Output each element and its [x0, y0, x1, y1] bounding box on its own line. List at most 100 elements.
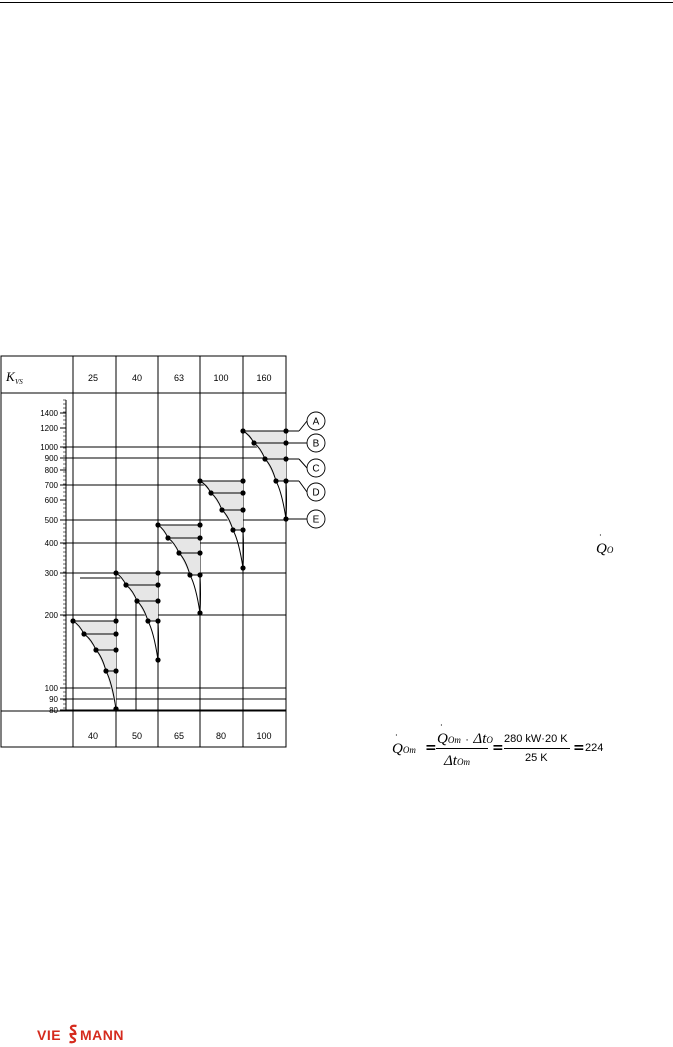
curve-dot-2-1: [165, 535, 171, 541]
y-tick-label-600: 600: [45, 496, 59, 505]
label-circle-E: [306, 509, 326, 529]
curve-label-B: B: [313, 439, 320, 450]
kvs-col-40: 40: [132, 373, 142, 383]
kvs-header-sub: VS: [15, 378, 23, 386]
dn-col-40: 40: [88, 731, 98, 741]
curve-dot-0-0: [70, 618, 76, 624]
formula-lhs: ˙ QOm: [392, 732, 416, 757]
right-curve-3: [242, 529, 244, 569]
curve-dot-4-3: [273, 478, 279, 484]
shaded-region-1: [116, 573, 158, 621]
formula-num-value: 280 kW·20 K: [504, 733, 568, 745]
curve-dot-2-0: [155, 522, 161, 528]
right-dot-3-2: [240, 507, 246, 513]
formula-equals-3: =: [573, 740, 585, 756]
dn-col-80: 80: [216, 731, 226, 741]
curve-dot-1-2: [134, 598, 140, 604]
formula-fraction-line-1: [436, 748, 488, 749]
y-tick-label-800: 800: [45, 466, 59, 475]
curve-label-C: C: [312, 464, 319, 475]
right-curve-4: [285, 480, 287, 520]
kvs-col-63: 63: [174, 373, 184, 383]
shaded-region-0: [73, 621, 116, 709]
curve-dot-4-4: [283, 516, 289, 522]
label-leader-diag-D: [298, 480, 308, 493]
curve-dot-4-2: [262, 456, 268, 462]
right-dot-4-2: [283, 456, 289, 462]
curve-label-D: D: [312, 488, 319, 499]
right-dot-4-1: [283, 440, 289, 446]
curve-points: [70, 428, 289, 712]
curve-dot-1-4: [155, 657, 161, 663]
right-curve-1: [157, 620, 159, 661]
right-dot-0-1: [113, 631, 119, 637]
kvs-col-160: 160: [256, 373, 271, 383]
label-leader-diag-A: [298, 420, 308, 432]
flow-formula: ˙ QOm = ˙ QOm · ΔtO ΔtOm = 280 kW·20 K 2…: [392, 723, 662, 778]
right-dot-2-0: [197, 522, 203, 528]
curve-dot-1-1: [123, 582, 129, 588]
y-tick-label-1000: 1000: [40, 443, 58, 452]
curve-dot-3-3: [230, 527, 236, 533]
shaded-region-3: [200, 481, 243, 530]
formula-equals-1: =: [425, 740, 437, 756]
curve-dot-4-1: [251, 440, 257, 446]
formula-fraction-line-2: [504, 748, 570, 749]
right-dot-1-2: [155, 598, 161, 604]
curve-dot-4-0: [240, 428, 246, 434]
right-dot-2-3: [197, 572, 203, 578]
formula-den-value: 25 K: [525, 752, 548, 764]
y-tick-label-500: 500: [45, 516, 59, 525]
curve-dot-3-1: [208, 490, 214, 496]
formula-equals-2: =: [492, 740, 504, 756]
right-dot-0-2: [113, 647, 119, 653]
shaded-region-2: [158, 525, 200, 575]
right-dot-0-4: [113, 706, 119, 712]
curve-dot-3-2: [219, 507, 225, 513]
curve-dot-3-4: [240, 565, 246, 571]
diagram-frame: [0, 355, 287, 748]
y-tick-label-300: 300: [45, 569, 59, 578]
right-curve-2: [199, 574, 201, 614]
dn-col-65: 65: [174, 731, 184, 741]
y-tick-label-400: 400: [45, 539, 59, 548]
label-circle-A: [306, 411, 326, 431]
curve-dot-2-4: [197, 610, 203, 616]
top-rule: [0, 2, 673, 3]
label-circle-C: [306, 458, 326, 478]
right-dot-1-0: [155, 570, 161, 576]
y-tick-label-100: 100: [45, 684, 59, 693]
dn-col-50: 50: [132, 731, 142, 741]
right-dot-2-1: [197, 535, 203, 541]
right-dot-3-3: [240, 527, 246, 533]
label-circle-B: [306, 433, 326, 453]
right-dot-0-3: [113, 668, 119, 674]
right-dot-4-0: [283, 428, 289, 434]
curve-dot-0-3: [103, 668, 109, 674]
curve-dot-3-0: [197, 478, 203, 484]
curve-dot-2-3: [187, 572, 193, 578]
label-circle-D: [306, 482, 326, 502]
y-tick-label-1200: 1200: [40, 424, 58, 433]
logo-double-s: [69, 1024, 77, 1044]
y-tick-label-700: 700: [45, 481, 59, 490]
kvs-header-label: K: [5, 369, 16, 384]
right-dot-0-0: [113, 618, 119, 624]
curve-label-A: A: [313, 417, 320, 428]
formula-denominator: ΔtOm: [444, 753, 470, 769]
curve-dot-2-2: [176, 550, 182, 556]
curve-dot-1-0: [113, 570, 119, 576]
label-leader-diag-C: [298, 458, 308, 469]
curve-dot-0-2: [93, 647, 99, 653]
formula-result: 224: [585, 742, 604, 754]
shaded-region-4: [243, 431, 286, 481]
curve-label-E: E: [313, 515, 320, 526]
right-dot-3-1: [240, 490, 246, 496]
kvs-col-25: 25: [88, 373, 98, 383]
right-dot-3-0: [240, 478, 246, 484]
y-tick-label-200: 200: [45, 611, 59, 620]
right-dot-1-3: [155, 618, 161, 624]
y-tick-label-80: 80: [49, 706, 58, 715]
y-tick-label-1400: 1400: [40, 409, 58, 418]
